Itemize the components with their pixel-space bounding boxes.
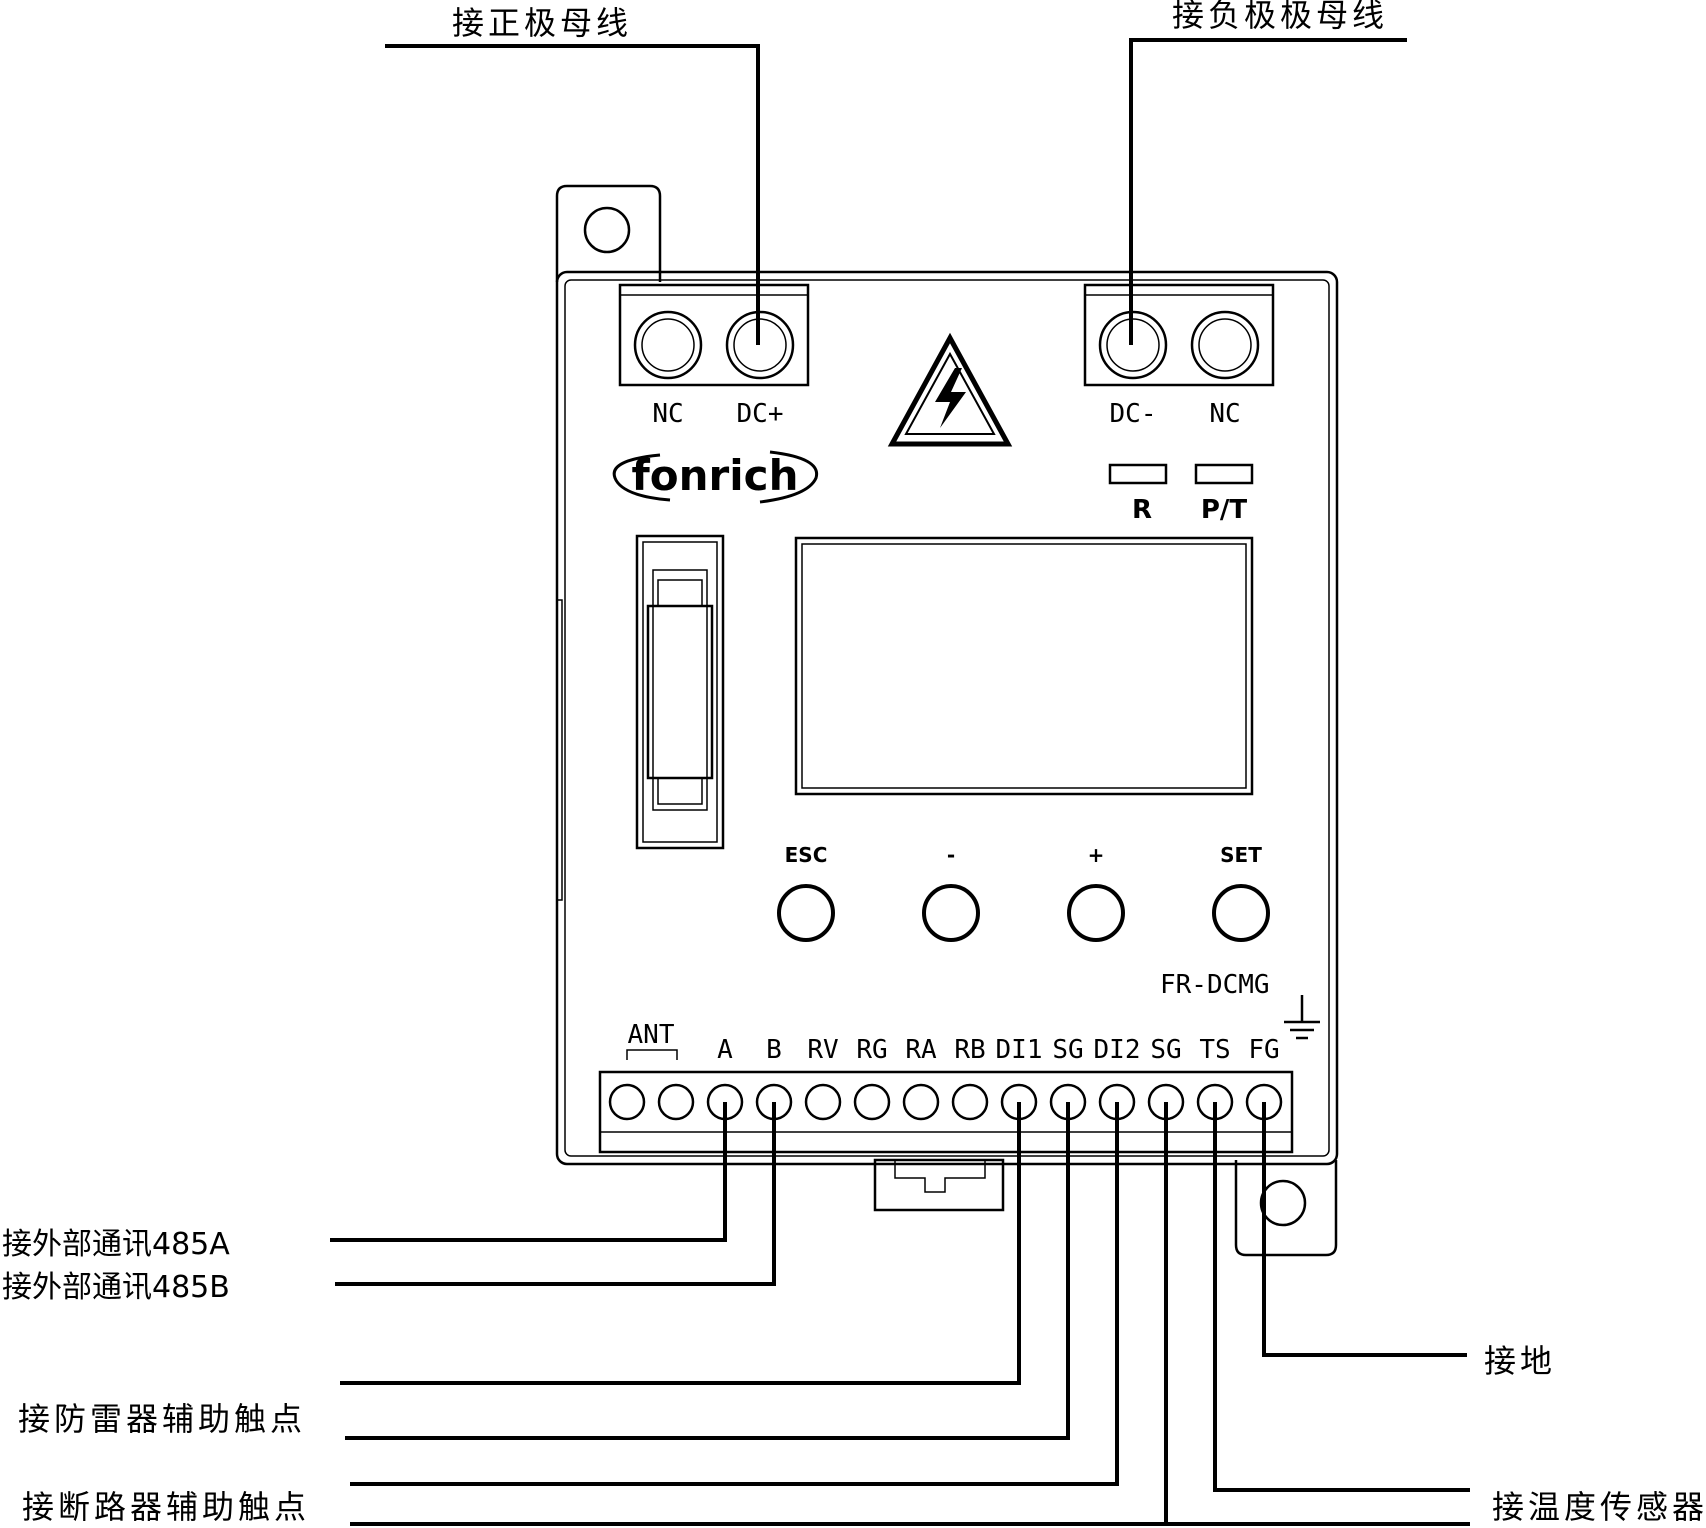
callout-negative-bus: 接负极极母线: [1172, 0, 1388, 34]
terminal-label-rb: RB: [954, 1035, 985, 1065]
set-button[interactable]: [1212, 884, 1270, 942]
terminal-block-bottom: [598, 1070, 1294, 1154]
terminal-label-di2: DI2: [1094, 1035, 1141, 1065]
callout-positive-bus: 接正极母线: [452, 4, 632, 42]
terminal-screw-rg: [853, 1083, 891, 1121]
wire-negative-bus: [1129, 38, 1407, 345]
terminal-label-ts: TS: [1199, 1035, 1230, 1065]
svg-text:fonrich: fonrich: [632, 451, 799, 500]
wire-485a: [330, 1102, 727, 1242]
terminal-label-sg: SG: [1052, 1035, 1083, 1065]
device-housing-inner: [564, 279, 1330, 1157]
terminal-label-b: B: [766, 1035, 782, 1065]
callout-485a: 接外部通讯485A: [2, 1227, 230, 1262]
indicator-label-r: R: [1132, 495, 1152, 525]
terminal-label-dc-minus: DC-: [1110, 399, 1157, 429]
indicator-led-r: [1108, 463, 1168, 485]
plus-button[interactable]: [1067, 884, 1125, 942]
wire-di2: [350, 1102, 1119, 1486]
callout-surge-aux: 接防雷器辅助触点: [18, 1400, 306, 1438]
button-label-plus: +: [1088, 843, 1105, 867]
terminal-label-rg: RG: [856, 1035, 887, 1065]
terminal-label-di1: DI1: [996, 1035, 1043, 1065]
ground-icon: [1284, 995, 1320, 1040]
mounting-ear-bottom: [1234, 1160, 1338, 1257]
terminal-screw-ant: [608, 1083, 646, 1121]
lcd-display: [794, 536, 1254, 796]
device-housing: [555, 270, 1339, 1166]
wire-485b: [335, 1102, 776, 1286]
callout-breaker-aux: 接断路器辅助触点: [22, 1488, 310, 1526]
callout-temp-sensor: 接温度传感器: [1492, 1488, 1706, 1526]
terminal-screw-rb: [951, 1083, 989, 1121]
wire-sg1: [345, 1102, 1070, 1440]
terminal-label-rv: RV: [807, 1035, 838, 1065]
button-label-esc: ESC: [785, 843, 828, 867]
esc-button[interactable]: [777, 884, 835, 942]
side-card-slot: [635, 534, 725, 850]
din-clip-latch: [894, 1160, 986, 1193]
terminal-label-nc-left: NC: [652, 399, 683, 429]
button-label-minus: -: [947, 843, 955, 867]
button-label-set: SET: [1220, 843, 1262, 867]
wire-positive-bus: [385, 44, 760, 345]
housing-side-notch: [557, 599, 563, 901]
wire-ts: [1213, 1102, 1470, 1492]
terminal-screw-nc-right: [1190, 310, 1260, 380]
brand-logo: fonrich: [612, 450, 819, 504]
indicator-led-pt: [1194, 463, 1254, 485]
terminal-screw-nc-left: [633, 310, 703, 380]
terminal-screw-ra: [902, 1083, 940, 1121]
high-voltage-warning-icon: [887, 332, 1013, 447]
terminal-label-ra: RA: [905, 1035, 937, 1065]
mounting-hole-bottom: [1259, 1179, 1307, 1227]
wire-fg: [1262, 1102, 1467, 1357]
terminal-label-fg: FG: [1248, 1035, 1279, 1065]
din-clip: [873, 1158, 1005, 1212]
terminal-label-nc-right: NC: [1209, 399, 1240, 429]
terminal-block-top-right: [1083, 283, 1275, 387]
mounting-ear-top: [555, 184, 662, 282]
terminal-block-top-left: [618, 283, 810, 387]
terminal-label-a: A: [717, 1035, 733, 1065]
ant-label: ANT: [628, 1020, 675, 1050]
indicator-label-pt: P/T: [1201, 495, 1248, 525]
ant-bracket: [626, 1049, 678, 1060]
terminal-screw-rv: [804, 1083, 842, 1121]
callout-485b: 接外部通讯485B: [2, 1270, 230, 1305]
terminal-label-sg: SG: [1150, 1035, 1181, 1065]
terminal-screw-ant: [657, 1083, 695, 1121]
terminal-label-dc-plus: DC+: [737, 399, 784, 429]
mounting-hole-top: [583, 206, 631, 254]
minus-button[interactable]: [922, 884, 980, 942]
wire-di1: [340, 1102, 1021, 1385]
callout-ground: 接地: [1484, 1342, 1556, 1380]
model-label: FR-DCMG: [1160, 970, 1270, 1000]
